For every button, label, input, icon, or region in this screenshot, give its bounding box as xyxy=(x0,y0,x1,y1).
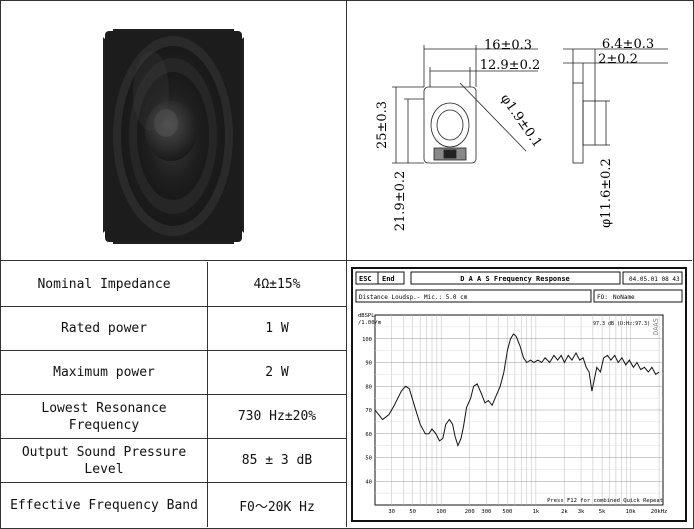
fo-value: NoName xyxy=(613,294,635,301)
y-tick-label: 40 xyxy=(365,479,372,485)
graph-footer: Press F12 for combined Quick Repeat xyxy=(547,498,663,504)
spec-value: 2 W xyxy=(265,365,289,380)
y-tick-label: 70 xyxy=(365,408,372,414)
x-tick-label: 300 xyxy=(481,509,491,515)
x-tick-label: 50 xyxy=(409,509,416,515)
brand-mark: DAAS xyxy=(652,318,660,335)
spec-value: 85 ± 3 dB xyxy=(241,453,313,468)
spec-table: Nominal Impedance 4Ω±15% Rated power 1 W… xyxy=(1,262,346,527)
dim-depth: 6.4±0.3 xyxy=(602,37,654,52)
x-tick-label: 500 xyxy=(502,509,512,515)
spec-label: Maximum power xyxy=(1,351,208,394)
dim-height-inner: 21.9±0.2 xyxy=(393,171,408,232)
spec-row: Lowest Resonance Frequency 730 Hz±20% xyxy=(1,394,346,438)
dimension-drawing: 16±0.3 12.9±0.2 6.4±0.3 2±0.2 25±0.3 21.… xyxy=(348,1,692,260)
spec-row: Nominal Impedance 4Ω±15% xyxy=(1,262,346,306)
response-curve xyxy=(374,333,660,448)
graph-window: ESC End D A A S Frequency Response 04.05… xyxy=(351,267,687,522)
axis-ticks: 40 50 60 70 80 90 100 30 50 100 200 300 500 1k 2k 3k 5k 1… xyxy=(362,337,667,515)
frequency-response-chart: ESC End D A A S Frequency Response 04.05… xyxy=(355,271,683,515)
spec-label: Effective Frequency Band xyxy=(1,483,208,527)
graph-title: D A A S Frequency Response xyxy=(460,275,570,283)
spec-row: Rated power 1 W xyxy=(1,306,346,350)
y-unit-sub: /1.00/m xyxy=(358,320,382,326)
dim-cone: φ11.6±0.2 xyxy=(599,158,614,228)
row-divider xyxy=(1,260,692,261)
y-unit: dBSPL xyxy=(358,313,375,319)
dim-hole: φ1.9±0.1 xyxy=(497,92,544,151)
esc-button[interactable]: ESC xyxy=(359,275,372,283)
x-tick-label: 30 xyxy=(388,509,395,515)
y-tick-label: 80 xyxy=(365,384,372,390)
spec-value: F0～20K Hz xyxy=(239,499,315,515)
x-tick-label: 5k xyxy=(599,509,606,515)
fo-key: FO: xyxy=(597,294,608,301)
y-tick-label: 50 xyxy=(365,456,372,462)
spec-row: Effective Frequency Band F0～20K Hz xyxy=(1,482,346,527)
x-tick-label: 20kHz xyxy=(651,509,668,515)
column-divider xyxy=(346,1,347,527)
end-button[interactable]: End xyxy=(382,275,395,283)
y-tick-label: 90 xyxy=(365,361,372,367)
spec-value: 730 Hz±20% xyxy=(237,409,317,424)
spec-label: Rated power xyxy=(1,307,208,350)
x-tick-label: 3k xyxy=(578,509,585,515)
spec-row: Output Sound Pressure Level 85 ± 3 dB xyxy=(1,438,346,482)
graph-date: 04.05.01 08 43 xyxy=(629,276,680,283)
dimension-svg: 16±0.3 12.9±0.2 6.4±0.3 2±0.2 25±0.3 21.… xyxy=(375,37,668,232)
dim-width-outer: 16±0.3 xyxy=(484,38,532,53)
x-tick-label: 10k xyxy=(626,509,637,515)
dim-depth-front: 2±0.2 xyxy=(598,52,638,67)
speaker-image xyxy=(103,29,244,244)
spec-label: Lowest Resonance Frequency xyxy=(1,395,208,438)
x-tick-label: 1k xyxy=(533,509,540,515)
dim-width-inner: 12.9±0.2 xyxy=(480,58,541,73)
speaker-photo xyxy=(1,1,346,260)
spec-label: Nominal Impedance xyxy=(1,262,208,306)
dim-height: 25±0.3 xyxy=(375,101,390,149)
spec-row: Maximum power 2 W xyxy=(1,350,346,394)
x-tick-label: 200 xyxy=(465,509,475,515)
spec-value: 1 W xyxy=(265,321,289,336)
graph-info: Distance Loudsp.- Mic.: 5.0 cm xyxy=(359,294,468,301)
y-tick-label: 60 xyxy=(365,432,372,438)
frequency-response-panel: ESC End D A A S Frequency Response 04.05… xyxy=(348,262,692,527)
x-tick-label: 100 xyxy=(436,509,446,515)
spec-label: Output Sound Pressure Level xyxy=(1,439,208,482)
spec-value: 4Ω±15% xyxy=(253,276,301,292)
y-tick-label: 100 xyxy=(362,337,372,343)
x-tick-label: 2k xyxy=(561,509,568,515)
